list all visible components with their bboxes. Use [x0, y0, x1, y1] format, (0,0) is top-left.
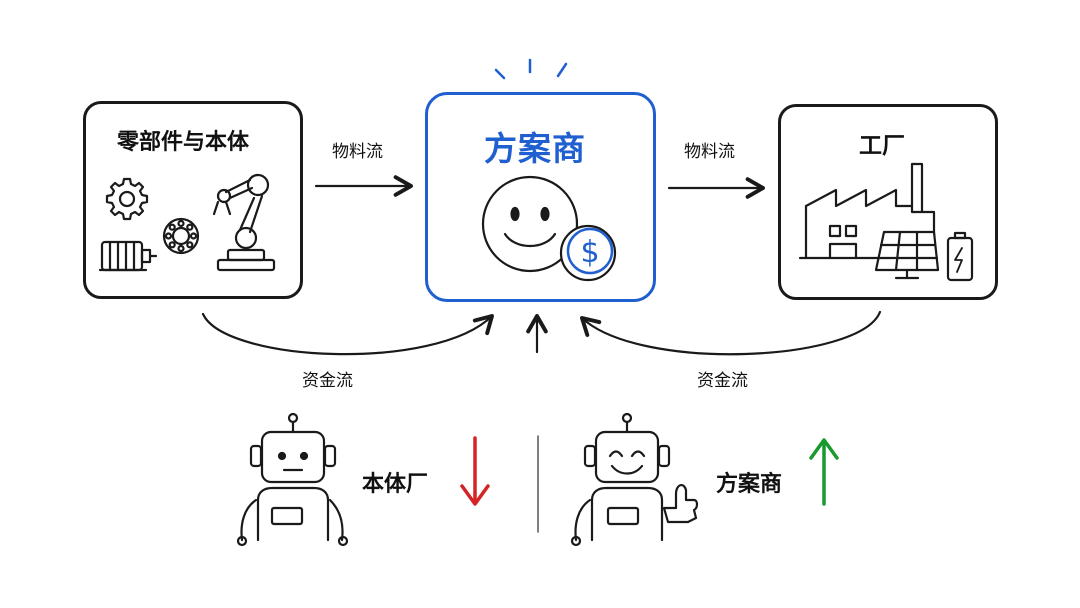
smiley-icon: [481, 175, 579, 273]
attention-marks-icon: [494, 58, 568, 80]
money-flow-left-arrow: [201, 312, 494, 356]
neutral-robot-icon: [236, 412, 349, 547]
dollar-coin-icon: $: [559, 224, 617, 282]
trend-up-arrow-icon: [809, 438, 839, 506]
integrator-label-bottom: 方案商: [716, 472, 783, 497]
material-flow-right-label: 物料流: [684, 142, 735, 162]
solar-panel-icon: [874, 230, 940, 280]
factory-title: 工厂: [859, 133, 905, 159]
gear-icon: [105, 177, 149, 221]
motor-icon: [98, 240, 158, 272]
svg-text:$: $: [580, 235, 599, 270]
robot-arm-icon: [212, 173, 276, 272]
battery-icon: [946, 231, 974, 282]
body-factory-label: 本体厂: [362, 472, 429, 497]
factory-icon: [798, 162, 936, 260]
material-flow-left-label: 物料流: [332, 142, 383, 162]
integrator-box: [425, 92, 656, 302]
happy-robot-icon: [570, 412, 699, 547]
bearing-icon: [162, 217, 200, 255]
money-flow-left-label: 资金流: [302, 371, 353, 391]
supplier-title: 零部件与本体: [117, 130, 250, 155]
trend-down-arrow-icon: [460, 436, 490, 506]
money-flow-right-arrow: [580, 310, 882, 356]
money-flow-right-label: 资金流: [697, 371, 748, 391]
integrator-title: 方案商: [484, 129, 586, 168]
